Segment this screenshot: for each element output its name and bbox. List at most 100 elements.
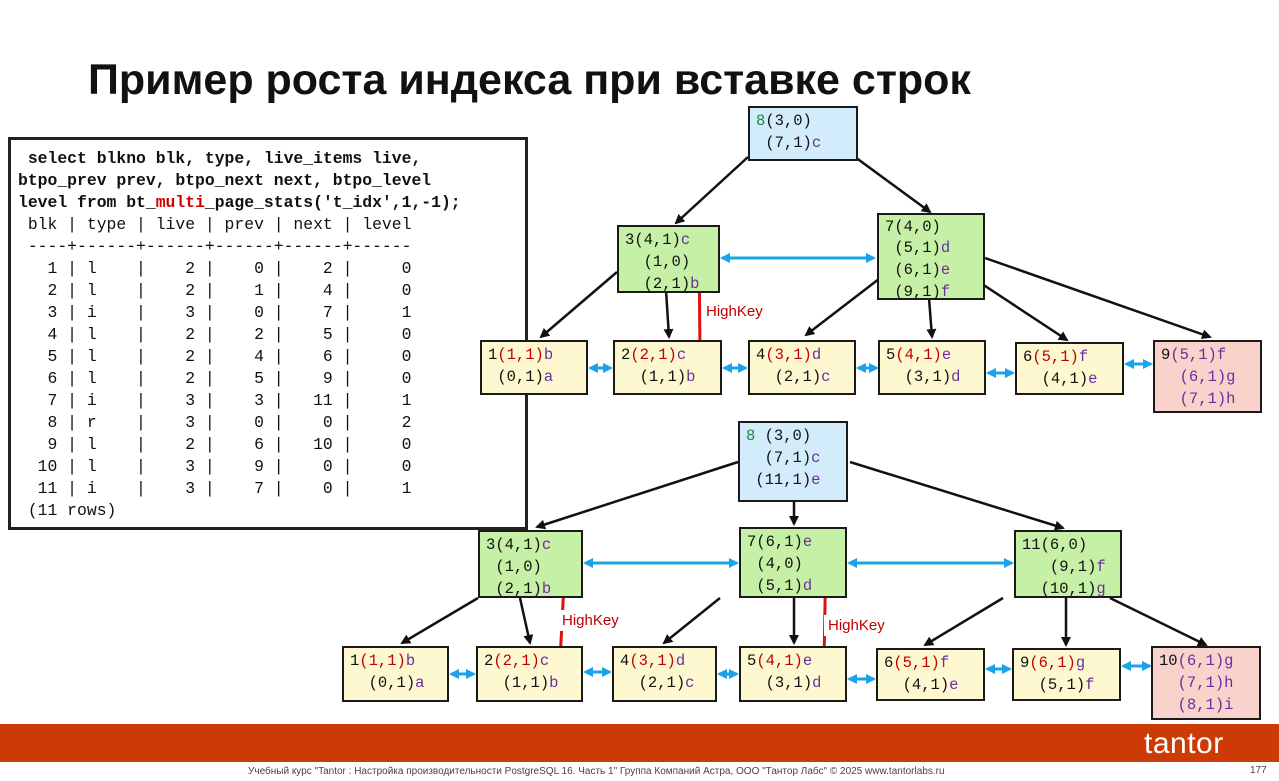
link-n7-leaf4	[804, 271, 889, 337]
node-entry: (9,1)	[1049, 558, 1097, 576]
result-row: 6 | l | 2 | 5 | 9 | 0	[18, 369, 412, 388]
link-root-n3	[674, 156, 749, 225]
node-entry: (7,1)	[1179, 390, 1227, 408]
node-entry: (3,1)	[765, 674, 813, 692]
link-n11-leaf6	[923, 596, 1004, 647]
node-number: 7	[747, 533, 757, 551]
node-number: 10	[1159, 652, 1178, 670]
bottom-root-node: 8 (3,0) (7,1)c (11,1)e	[738, 421, 848, 502]
link-n3-leaf2	[663, 289, 674, 339]
bottom-internal-node-11: 11(6,0) (9,1)f (10,1)g	[1014, 530, 1122, 598]
highkey-label-top: HighKey	[702, 301, 767, 322]
node-entry: (1,0)	[495, 558, 542, 576]
bottom-leaf-9: 9(6,1)g (5,1)f	[1012, 648, 1121, 701]
node-key: e	[802, 533, 813, 551]
node-number: 5	[747, 652, 757, 670]
node-entry: (9,1)	[894, 283, 941, 301]
highkey-label-bottom-2: HighKey	[824, 615, 889, 636]
node-key: g	[1226, 368, 1236, 386]
node-entry: (2,1)	[493, 652, 540, 670]
sql-highlight: multi	[155, 193, 205, 212]
page-number: 177	[1250, 765, 1267, 776]
node-key: d	[802, 577, 813, 595]
node-key: e	[1088, 370, 1098, 388]
node-entry: (4,1)	[902, 676, 950, 694]
node-entry: (6,1)	[1179, 368, 1227, 386]
bottom-leaf-4: 4(3,1)d (2,1)c	[612, 646, 717, 702]
node-number: 6	[884, 654, 894, 672]
bottom-leaf-6: 6(5,1)f (4,1)e	[876, 648, 985, 701]
node-entry: (4,1)	[895, 346, 942, 364]
link-n7-leaf9	[984, 256, 1212, 340]
node-key: c	[811, 449, 821, 467]
top-internal-node-3: 3(4,1)c (1,0) (2,1)b	[617, 225, 720, 293]
node-entry: (5,1)	[1038, 676, 1086, 694]
sql-query-box: select blkno blk, type, live_items live,…	[8, 137, 528, 530]
link-n3-leaf1	[539, 271, 618, 339]
node-entry: (3,1)	[765, 346, 812, 364]
node-entry: (5,1)	[894, 239, 941, 257]
node-key: e	[940, 261, 951, 279]
top-leaf-6: 6(5,1)f (4,1)e	[1015, 342, 1124, 395]
node-entry: (7,1)	[764, 449, 812, 467]
bottom-internal-node-7: 7(6,1)e (4,0) (5,1)d	[739, 527, 847, 598]
node-entry: (1,1)	[639, 368, 687, 386]
node-key: f	[1096, 558, 1106, 576]
result-row: 3 | i | 3 | 0 | 7 | 1	[18, 303, 412, 322]
result-row: 10 | l | 3 | 9 | 0 | 0	[18, 457, 412, 476]
node-key: c	[811, 134, 822, 152]
footer-text: Учебный курс "Tantor : Настройка произво…	[248, 766, 945, 777]
node-entry: (3,1)	[904, 368, 952, 386]
node-entry: (0,1)	[497, 368, 544, 386]
node-key: c	[676, 346, 687, 364]
sql-line-1: select blkno blk, type, live_items live,	[18, 149, 422, 168]
node-key: c	[680, 231, 691, 249]
node-entry: (4,1)	[634, 231, 681, 249]
node-key: b	[543, 346, 554, 364]
highkey-label-bottom-1: HighKey	[558, 610, 623, 631]
node-entry: (6,1)	[1177, 652, 1225, 670]
node-key: c	[541, 536, 552, 554]
node-key: c	[539, 652, 550, 670]
node-entry: (4,0)	[894, 218, 941, 236]
bottom-internal-node-3: 3(4,1)c (1,0) (2,1)b	[478, 530, 583, 598]
node-key: h	[1226, 390, 1236, 408]
node-number: 1	[350, 652, 360, 670]
node-key: g	[1096, 580, 1106, 598]
link-root2-n11	[849, 460, 1065, 531]
result-row: 2 | l | 2 | 1 | 4 | 0	[18, 281, 412, 300]
node-number: 7	[885, 218, 895, 236]
node-entry: (3,1)	[629, 652, 676, 670]
top-leaf-2: 2(2,1)c (1,1)b	[613, 340, 722, 395]
node-key: d	[940, 239, 951, 257]
top-leaf-5: 5(4,1)e (3,1)d	[878, 340, 986, 395]
node-key: c	[685, 674, 695, 692]
node-number: 11	[1022, 536, 1041, 554]
node-number: 8	[756, 112, 766, 130]
node-key: b	[686, 368, 696, 386]
node-number: 5	[886, 346, 896, 364]
node-key: c	[821, 368, 831, 386]
node-key: d	[811, 346, 822, 364]
sql-line-3-end: _page_stats('t_idx',1,-1);	[204, 193, 461, 212]
node-number: 2	[484, 652, 494, 670]
result-row: 7 | i | 3 | 3 | 11 | 1	[18, 391, 412, 410]
node-key: b	[690, 275, 700, 293]
result-separator: ----+------+------+------+------+------	[18, 237, 412, 256]
top-internal-node-7: 7(4,0) (5,1)d (6,1)e (9,1)f	[877, 213, 985, 301]
node-key: f	[1216, 346, 1227, 364]
node-entry: (10,1)	[1040, 580, 1097, 598]
bottom-leaf-1: 1(1,1)b (0,1)a	[342, 646, 449, 702]
node-entry: (2,1)	[630, 346, 677, 364]
node-entry: (1,1)	[502, 674, 550, 692]
node-entry: (11,1)	[755, 471, 812, 489]
node-entry: (0,1)	[368, 674, 416, 692]
result-header: blk | type | live | prev | next | level	[18, 215, 412, 234]
page-title: Пример роста индекса при вставке строк	[88, 56, 971, 104]
node-entry: (4,1)	[756, 652, 803, 670]
node-entry: (6,1)	[756, 533, 803, 551]
top-leaf-4: 4(3,1)d (2,1)c	[748, 340, 856, 395]
result-row: 8 | r | 3 | 0 | 0 | 2	[18, 413, 412, 432]
node-key: e	[941, 346, 952, 364]
node-entry: (3,0)	[765, 112, 812, 130]
